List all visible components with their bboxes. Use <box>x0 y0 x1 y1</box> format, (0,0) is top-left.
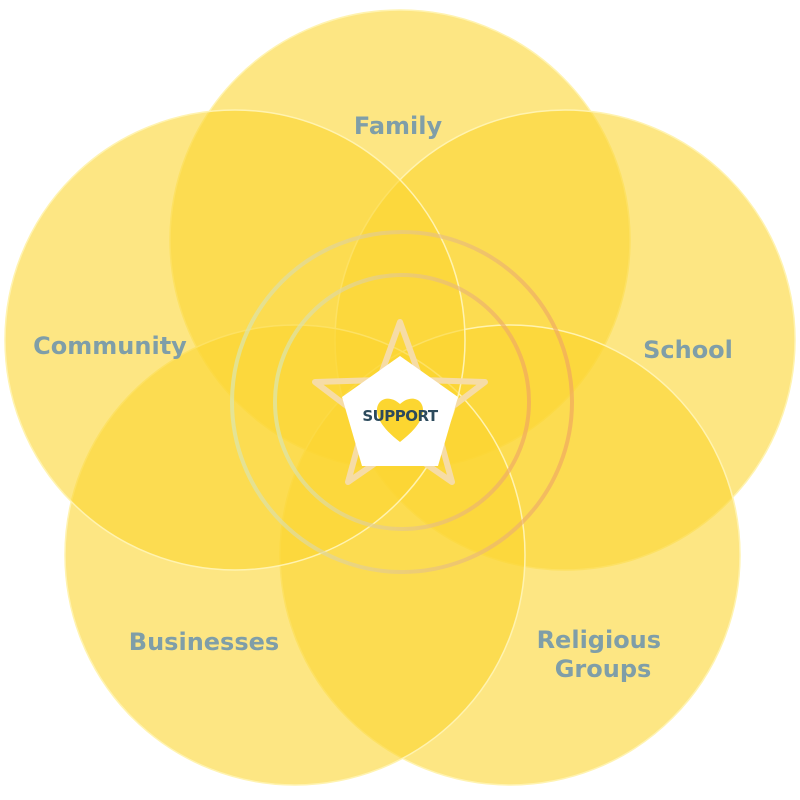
heart-icon <box>377 398 423 442</box>
outer-ring <box>230 230 574 574</box>
center-label: SUPPORT <box>362 407 439 425</box>
petal-circle-community <box>4 109 466 571</box>
petal-label-family: Family <box>354 112 443 140</box>
inner-ring <box>273 273 531 531</box>
petal-label-community: Community <box>33 332 187 360</box>
center-badge: SUPPORT <box>312 319 488 485</box>
petal-label-religious-groups: Religious Groups <box>537 626 670 683</box>
petal-labels: Family School Religious Groups Businesse… <box>33 112 733 683</box>
petal-label-school: School <box>643 336 733 364</box>
petal-label-businesses: Businesses <box>129 628 279 656</box>
